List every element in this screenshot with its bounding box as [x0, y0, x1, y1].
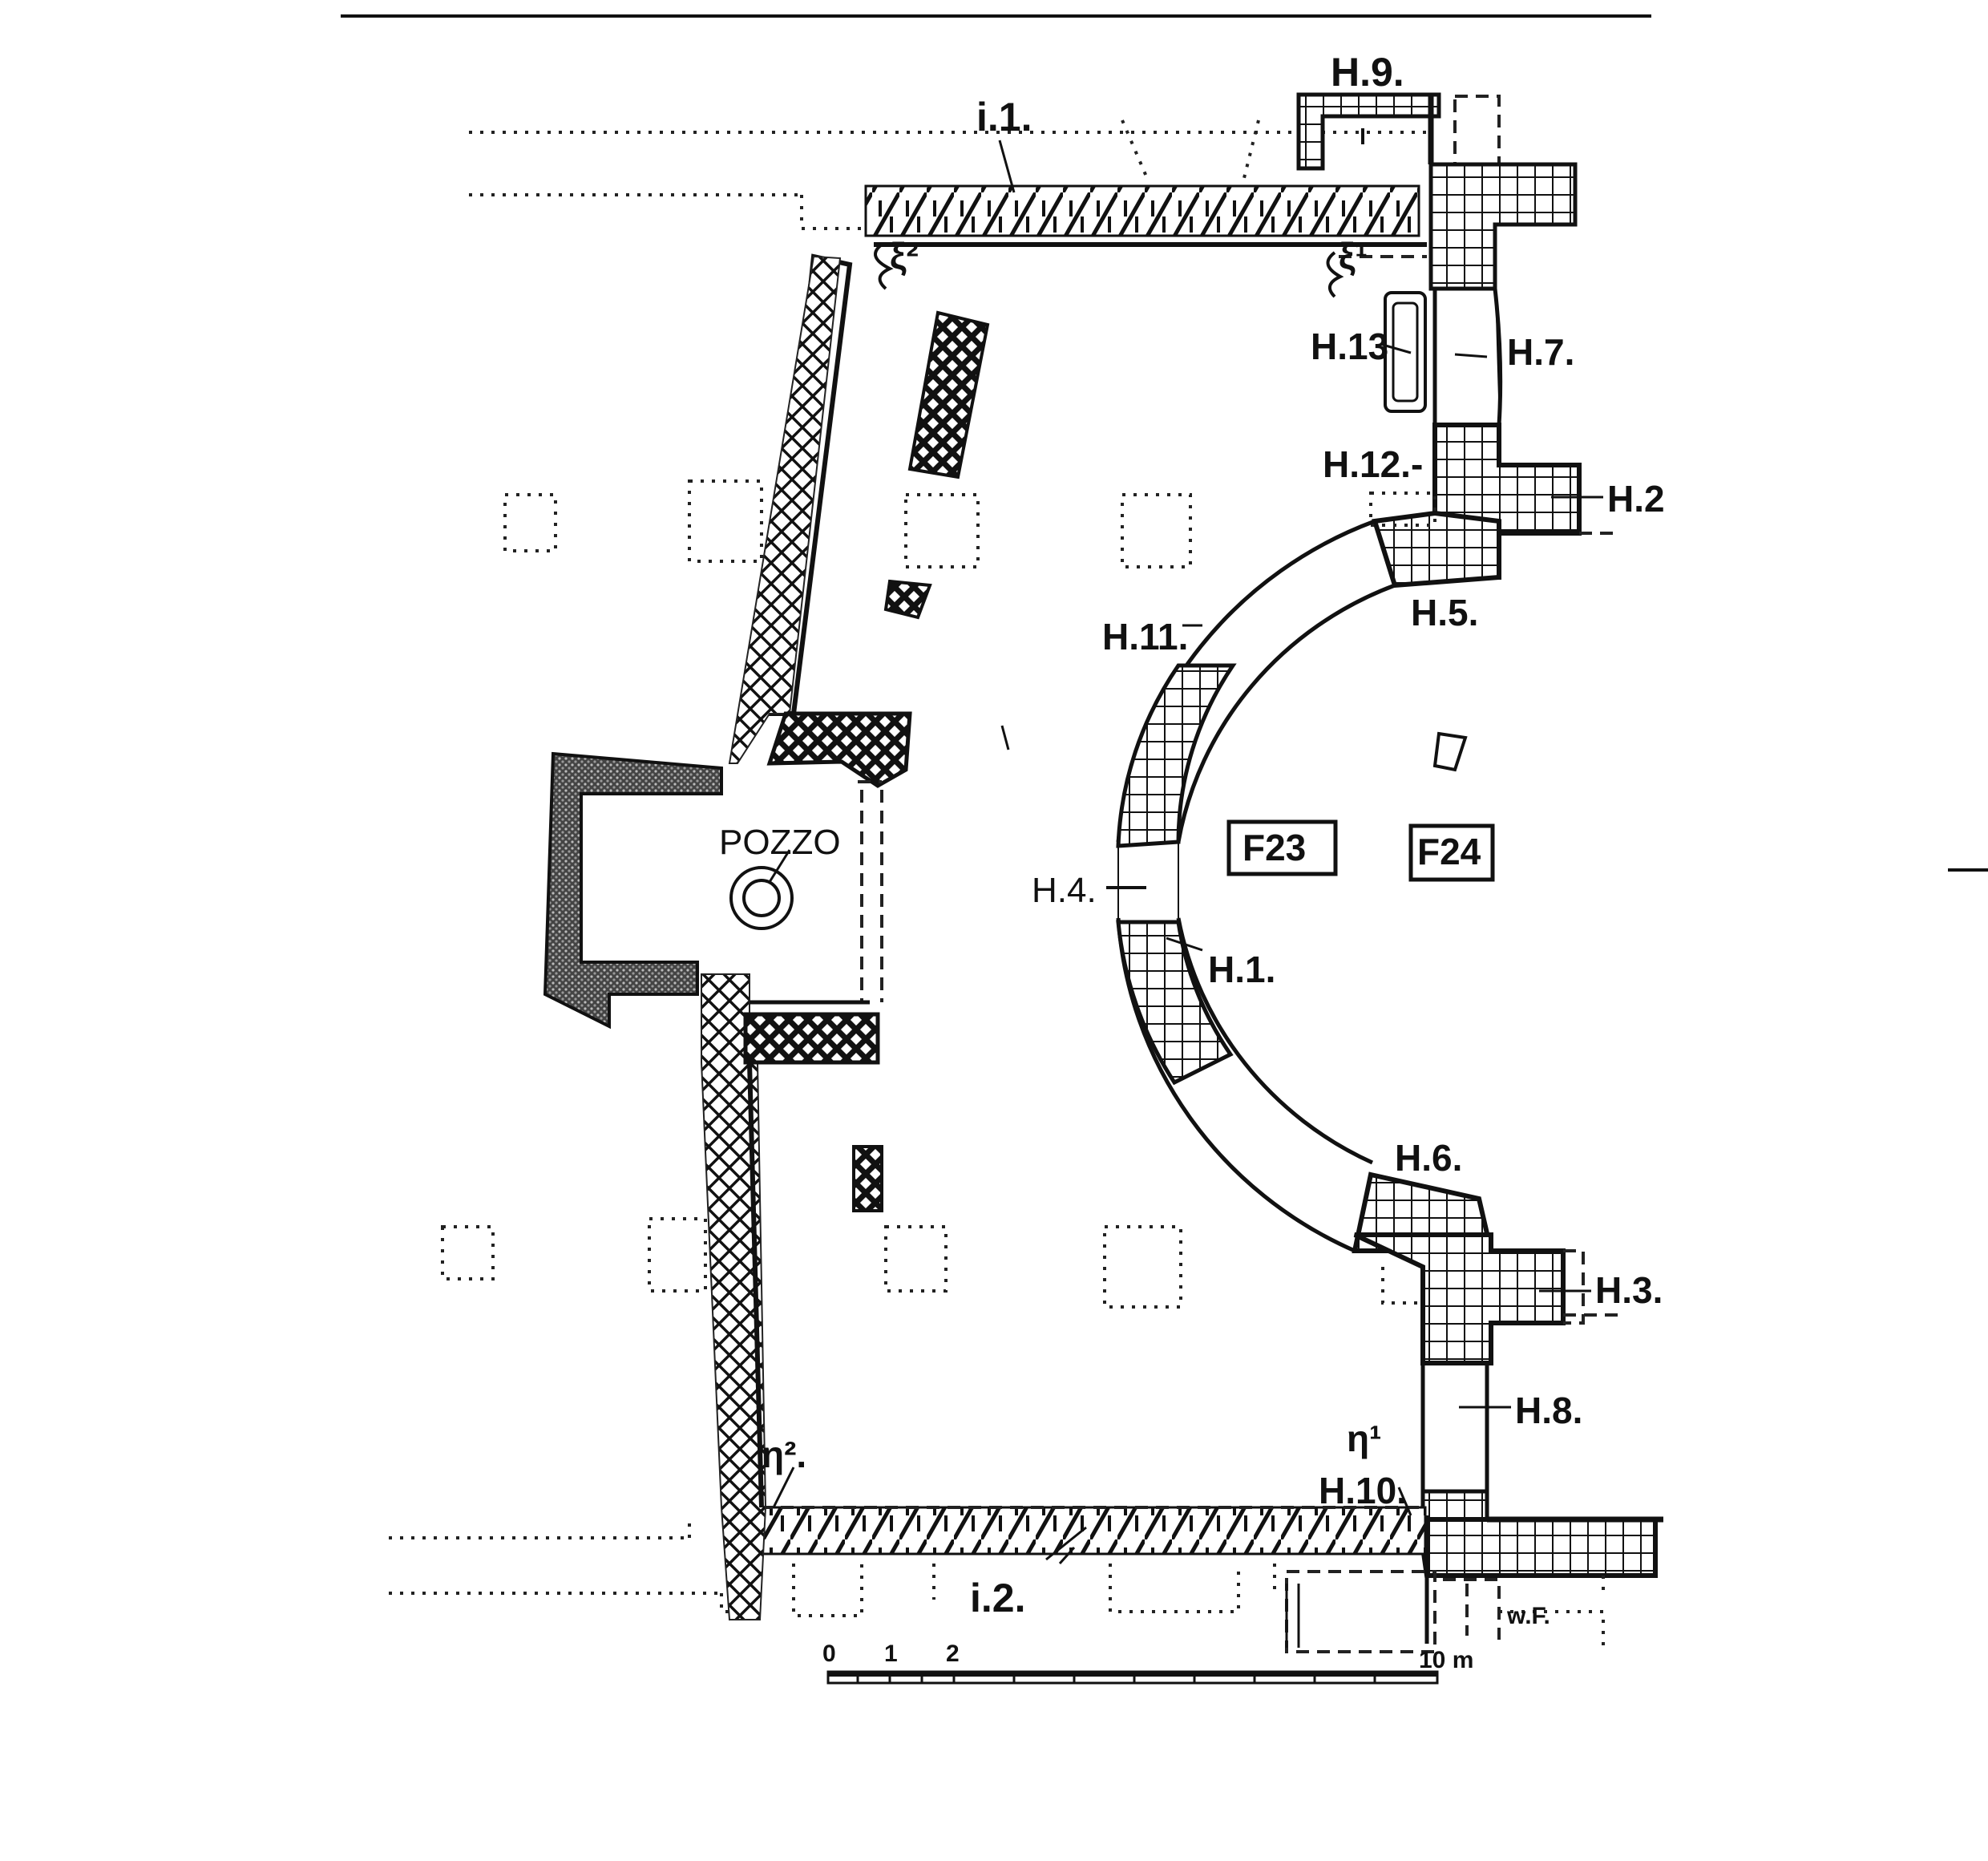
pier-h2-group [1369, 423, 1619, 589]
scale-tick-1: 1 [884, 1641, 898, 1667]
apse-group [1106, 519, 1468, 1253]
label-h1: H.1. [1208, 949, 1275, 990]
pier-top-right [1428, 162, 1578, 291]
label-h10: H.10. [1319, 1470, 1407, 1511]
label-h6: H.6. [1395, 1137, 1462, 1179]
pozzo-room-wall [543, 751, 723, 1030]
foundation-bottom-right [1285, 1570, 1436, 1653]
label-eta2: η². [762, 1434, 806, 1475]
label-h3: H.3. [1595, 1269, 1663, 1311]
scale-bar: 0 1 2 10 m [822, 1641, 1473, 1685]
block-diagonal [907, 310, 990, 479]
label-h8: H.8. [1515, 1390, 1582, 1431]
apse-pier-h1 [1116, 920, 1234, 1086]
corridor-h8 [1285, 1363, 1663, 1653]
label-i1: i.1. [976, 95, 1032, 140]
label-h4: H.4. [1032, 871, 1097, 910]
bottom-wall-group [389, 1506, 1427, 1617]
feature-h13 [1384, 291, 1427, 413]
wall-upper-west [728, 255, 842, 764]
scale-tick-10: 10 m [1419, 1647, 1473, 1673]
wall-i2 [758, 1506, 1427, 1556]
pier-h3 [1353, 1232, 1566, 1365]
label-xi1: ξ¹ [1339, 235, 1368, 277]
label-i2: i.2. [970, 1576, 1025, 1620]
column-bases [441, 479, 1192, 1309]
label-h12: H.12.- [1323, 443, 1423, 485]
corridor-h7 [1384, 288, 1503, 426]
label-h5: H.5. [1411, 592, 1478, 633]
label-h7: H.7. [1507, 331, 1574, 373]
box-f23 [1226, 819, 1338, 876]
label-xi2: ξ² [890, 235, 919, 277]
label-h2: H.2 [1607, 478, 1665, 520]
leader-lines [772, 132, 1603, 1565]
label-eta1: η¹ [1347, 1418, 1381, 1459]
apse-pier-upper [1116, 663, 1237, 848]
label-pozzo: POZZO [719, 823, 841, 862]
wall-h9 [1296, 92, 1441, 171]
label-f23: F23 [1242, 827, 1306, 868]
pozzo-room [543, 711, 1010, 1065]
wall-i1 [864, 184, 1420, 237]
wall-bottom-right [1416, 1517, 1658, 1578]
scale-tick-0: 0 [822, 1641, 836, 1667]
label-f24: F24 [1417, 831, 1481, 872]
box-f24 [1408, 823, 1495, 882]
label-wf: w.F. [1506, 1603, 1550, 1629]
label-h9: H.9. [1331, 50, 1404, 95]
top-wall-group [469, 92, 1578, 291]
scale-tick-2: 2 [946, 1641, 960, 1667]
label-h11: H.11. [1102, 616, 1188, 657]
pier-h3-group [1352, 1171, 1619, 1365]
west-wall-group [701, 253, 990, 1620]
label-h13: H.13 [1311, 326, 1388, 367]
pier-h5 [1372, 510, 1501, 589]
